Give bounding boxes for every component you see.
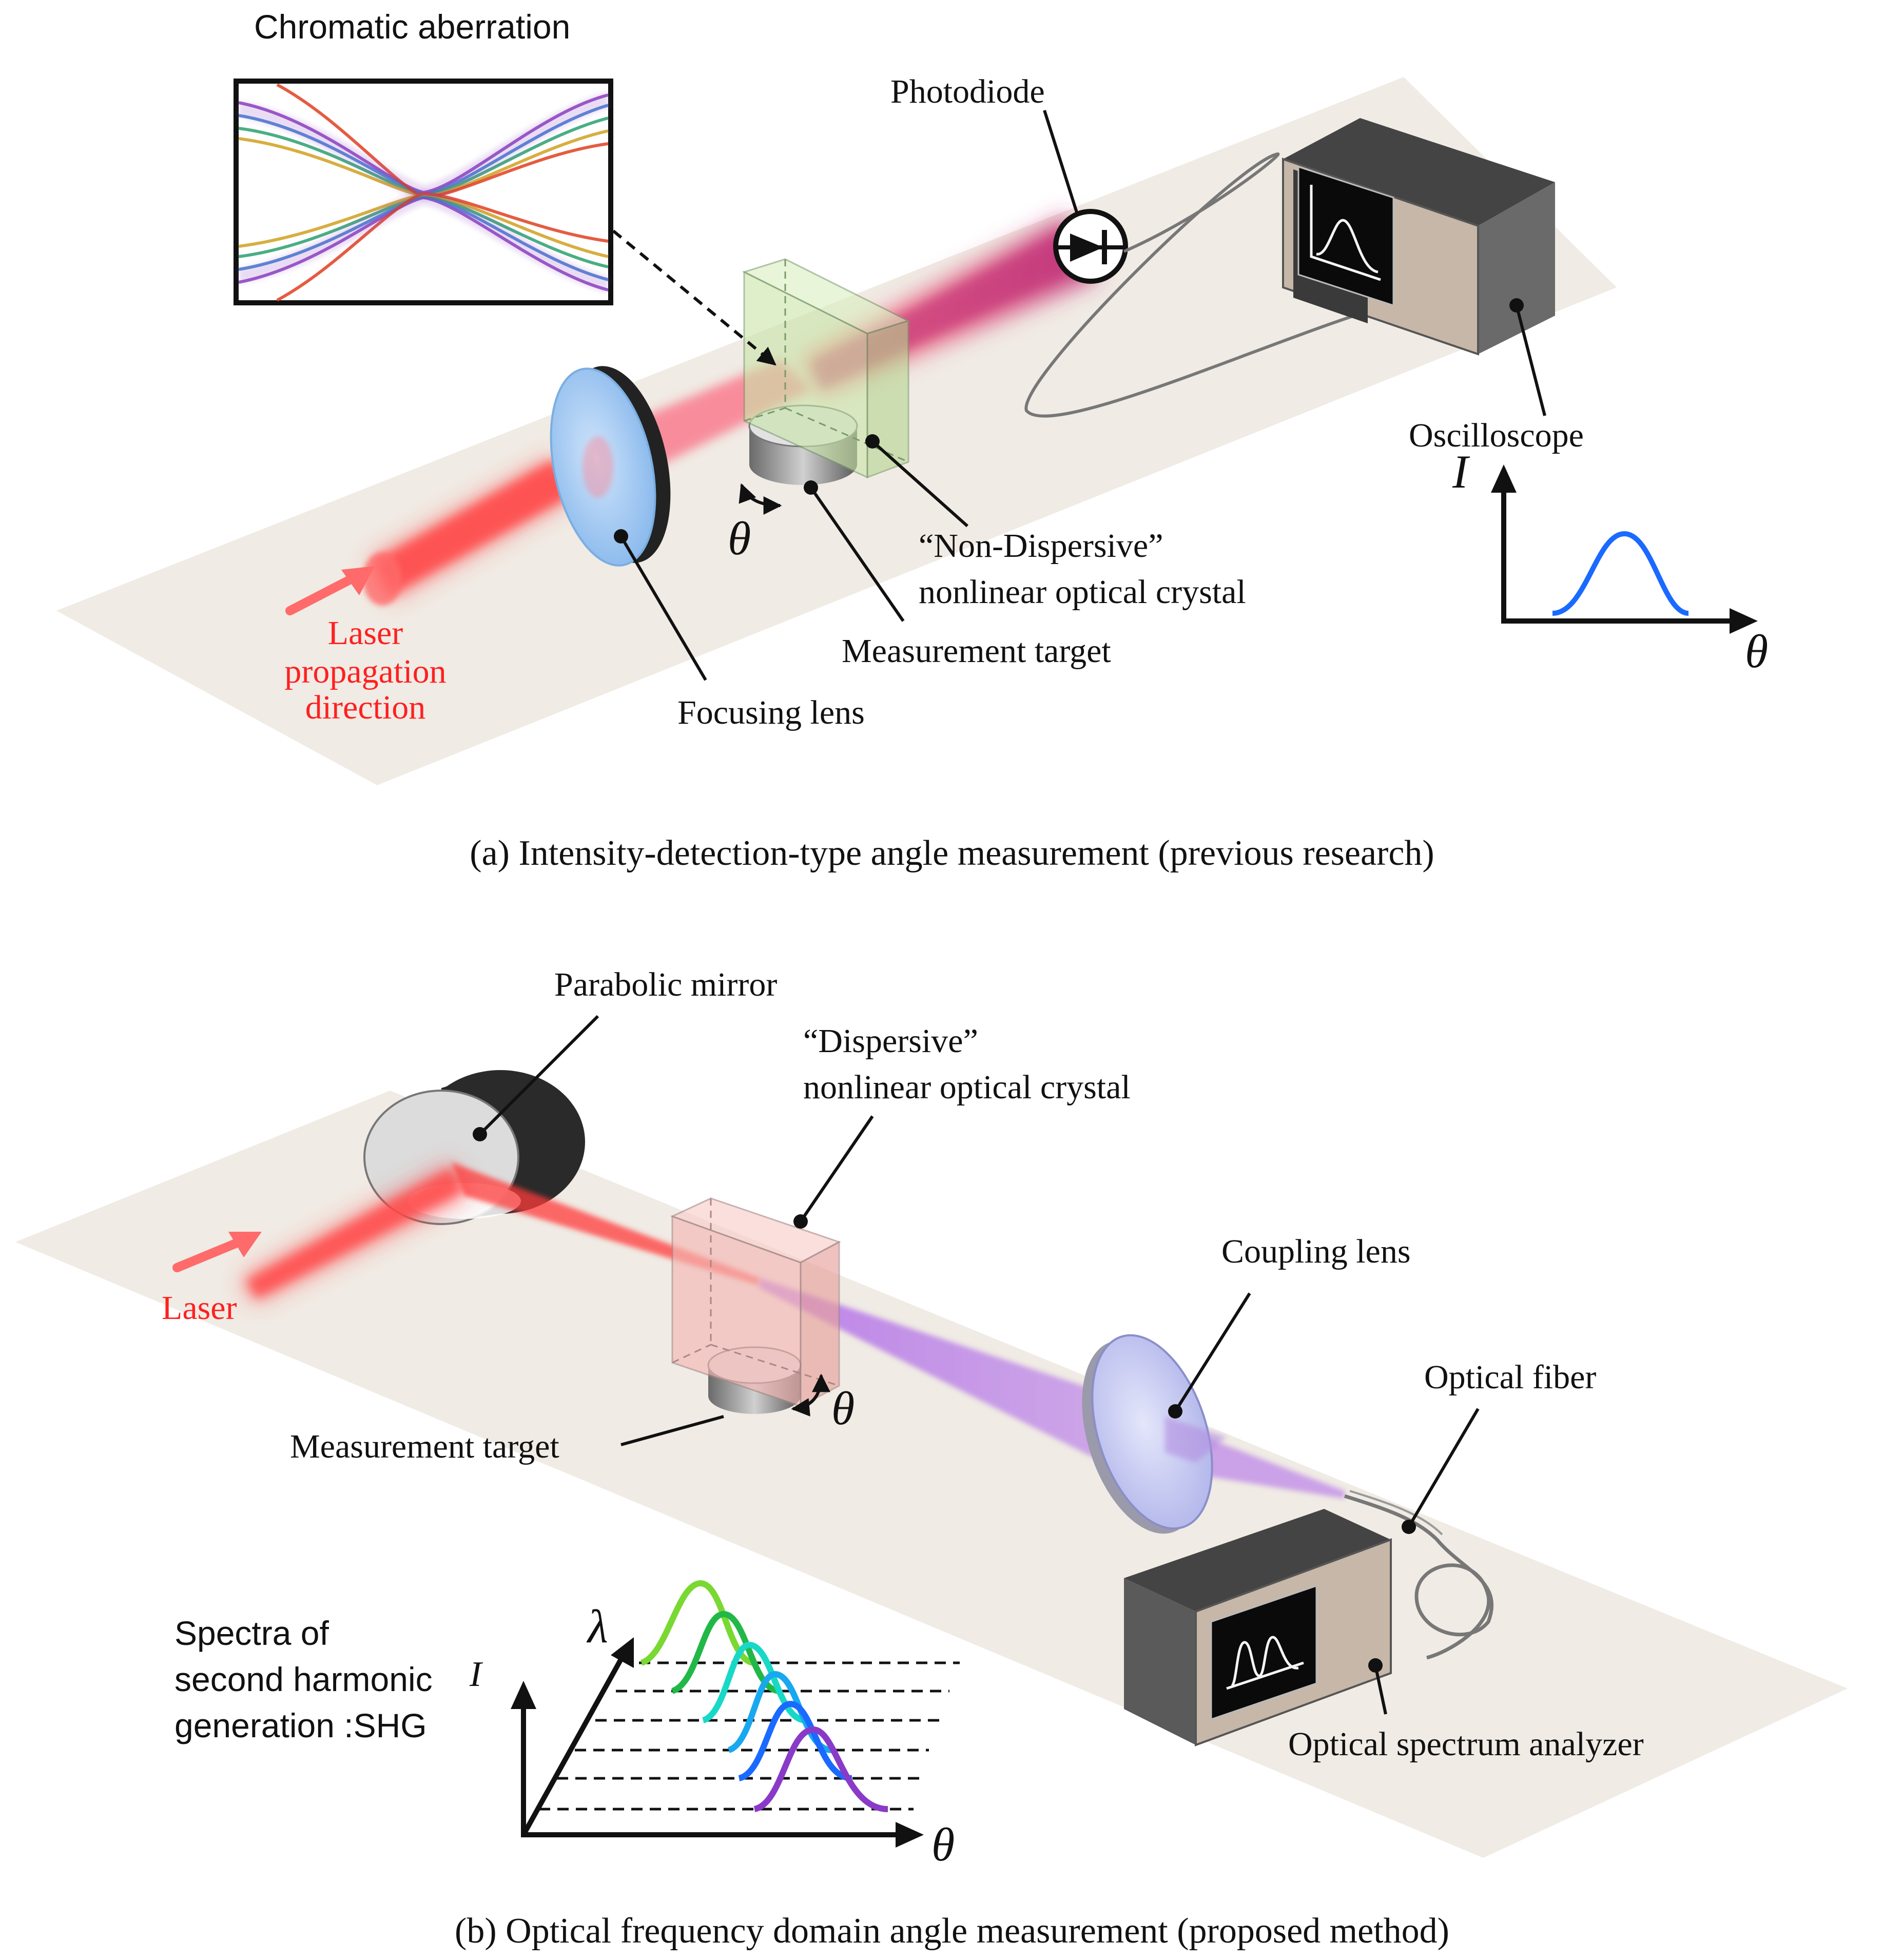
intensity-angle-graph: I θ	[1452, 445, 1768, 677]
inset-pointer	[612, 229, 777, 366]
intensity-curve	[1552, 531, 1689, 616]
label-measurement-target-b: Measurement target	[290, 1428, 559, 1465]
chromatic-aberration-inset: Chromatic aberration	[234, 8, 613, 305]
caption-a: (a) Intensity-detection-type angle measu…	[470, 833, 1434, 873]
laser-arrow-b	[172, 1232, 262, 1272]
leader-photodiode	[1043, 110, 1079, 216]
label-laser-line3: direction	[305, 689, 426, 726]
leader-dispersive-crystal	[799, 1115, 874, 1222]
coupling-lens	[1082, 1334, 1227, 1534]
focusing-lens	[550, 366, 671, 567]
leader-parabolic-mirror	[478, 1015, 599, 1136]
shg-spectra-graph: I λ θ	[469, 1580, 960, 1871]
label-coupling-lens: Coupling lens	[1221, 1233, 1411, 1270]
label-spectra-line2: second harmonic	[174, 1660, 433, 1698]
leader-oscilloscope	[1515, 305, 1546, 416]
label-laser-line1: Laser	[328, 614, 403, 652]
graph-a-x-label: θ	[1745, 625, 1768, 677]
inset-title: Chromatic aberration	[254, 8, 570, 46]
graph-b-x-label: θ	[931, 1818, 955, 1871]
cable-a	[1024, 152, 1396, 418]
spectra-gridlines	[539, 1661, 960, 1811]
label-dispersive-line2: nonlinear optical crystal	[803, 1069, 1131, 1106]
rotation-arrow-a	[739, 483, 782, 515]
leader-optical-fiber	[1407, 1408, 1480, 1528]
spectrum-5	[738, 1700, 852, 1781]
oscilloscope-trace	[1310, 185, 1381, 281]
graph-b-y-label: I	[469, 1655, 483, 1694]
label-crystal-line1: “Non-Dispersive”	[919, 527, 1163, 565]
label-crystal-line2: nonlinear optical crystal	[919, 573, 1246, 611]
panel-a: θ	[56, 8, 1768, 873]
leader-target-a	[809, 487, 905, 622]
graph-b-z-label: λ	[586, 1600, 608, 1653]
label-measurement-target-a: Measurement target	[842, 632, 1111, 670]
label-spectra-line1: Spectra of	[174, 1614, 329, 1652]
leader-analyzer	[1374, 1665, 1387, 1715]
photodiode-icon	[1053, 209, 1128, 284]
oscilloscope-screen	[1297, 165, 1394, 307]
leader-focusing-lens	[619, 535, 707, 681]
dispersive-crystal	[670, 1197, 841, 1408]
aberration-rays	[237, 83, 610, 302]
label-oscilloscope: Oscilloscope	[1409, 417, 1584, 454]
leader-crystal	[871, 440, 968, 528]
analyzer-trace	[1226, 1636, 1304, 1690]
rotation-angle-theta-b: θ	[831, 1382, 855, 1434]
graph-a-y-label: I	[1452, 445, 1470, 498]
spectrum-2	[671, 1610, 781, 1694]
panel-b: θ Parabolic mirror	[15, 966, 1848, 1951]
laser-direction-arrow-a	[285, 566, 375, 615]
rotation-arrow-b	[791, 1373, 830, 1416]
caption-b: (b) Optical frequency domain angle measu…	[455, 1911, 1449, 1951]
spectrum-6	[753, 1726, 888, 1812]
label-photodiode: Photodiode	[890, 73, 1045, 110]
label-focusing-lens: Focusing lens	[677, 694, 865, 731]
label-spectra-line3: generation :SHG	[174, 1706, 427, 1744]
label-optical-fiber: Optical fiber	[1424, 1359, 1596, 1396]
optical-spectrum-analyzer	[1124, 1509, 1392, 1746]
label-analyzer: Optical spectrum analyzer	[1288, 1725, 1644, 1763]
spectrum-1	[640, 1580, 755, 1666]
leader-target-b	[620, 1415, 724, 1446]
rotation-angle-theta-a: θ	[728, 512, 751, 565]
label-laser-b: Laser	[162, 1289, 237, 1327]
oscilloscope-device	[1282, 118, 1555, 356]
leader-coupling-lens	[1174, 1292, 1251, 1412]
label-dispersive-line1: “Dispersive”	[803, 1022, 978, 1060]
label-laser-line2: propagation	[284, 653, 446, 690]
label-parabolic-mirror: Parabolic mirror	[554, 966, 777, 1003]
optical-fiber	[1344, 1494, 1493, 1660]
